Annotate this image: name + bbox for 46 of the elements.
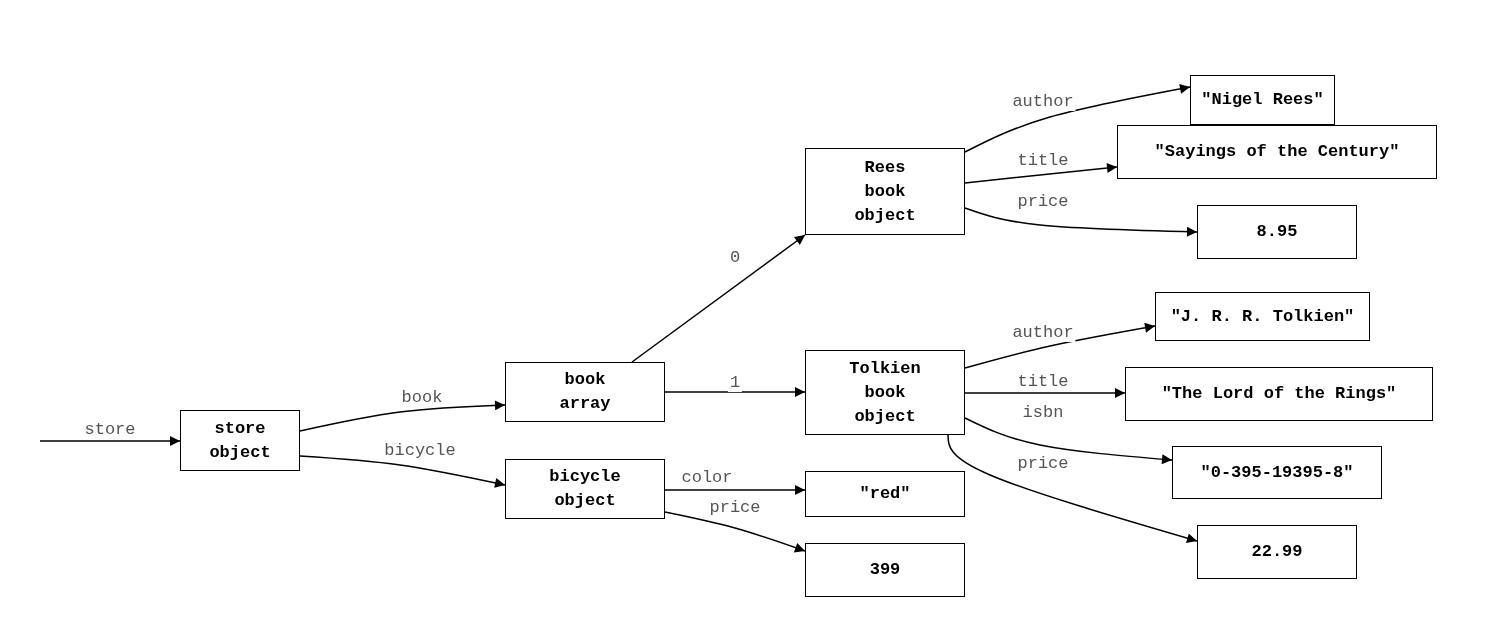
node-label: "0-395-19395-8" [1200, 461, 1354, 484]
arrow [964, 388, 1126, 398]
value-box [805, 471, 965, 517]
value-box [1125, 367, 1433, 421]
arrow [964, 83, 1191, 153]
node-label: "Nigel Rees" [1201, 89, 1324, 111]
node-label: "red" [859, 483, 911, 505]
node-label: "Sayings of the Century" [1154, 141, 1400, 163]
arrow [964, 417, 1173, 465]
edge-label: author [1010, 93, 1076, 111]
edge-label: author [1010, 324, 1076, 342]
value-box [1197, 525, 1357, 579]
edge-label: bicycle [382, 442, 458, 460]
value-box [505, 362, 665, 422]
node-label: "J. R. R. Tolkien" [1170, 305, 1355, 328]
arrow [299, 400, 506, 432]
arrow [664, 485, 806, 495]
arrow [39, 436, 181, 446]
value-box [805, 543, 965, 597]
arrow [947, 434, 1198, 543]
arrow [664, 511, 806, 553]
arrow [964, 322, 1156, 369]
arrow [964, 163, 1118, 184]
node-label: "The Lord of the Rings" [1161, 383, 1397, 405]
arrow [664, 387, 806, 397]
node-label: 22.99 [1251, 541, 1303, 563]
node-label: bicycle object [548, 466, 622, 512]
node-label: 399 [869, 559, 901, 581]
value-box [805, 350, 965, 435]
node-label: Rees book object [853, 156, 917, 227]
value-box [180, 410, 300, 471]
arrow [964, 207, 1198, 237]
value-box [1172, 446, 1382, 499]
arrow [631, 234, 806, 363]
node-label: store object [208, 417, 272, 464]
node-label: book array [558, 369, 612, 415]
edge-label: 1 [727, 374, 743, 392]
node-label: Tolkien book object [848, 357, 922, 428]
node-label: 8.95 [1256, 221, 1298, 243]
value-box [1117, 125, 1437, 179]
value-box [505, 459, 665, 519]
value-box [805, 148, 965, 235]
arrow [299, 455, 506, 488]
value-box [1197, 205, 1357, 259]
value-box [1190, 75, 1335, 125]
value-box [1155, 292, 1370, 341]
